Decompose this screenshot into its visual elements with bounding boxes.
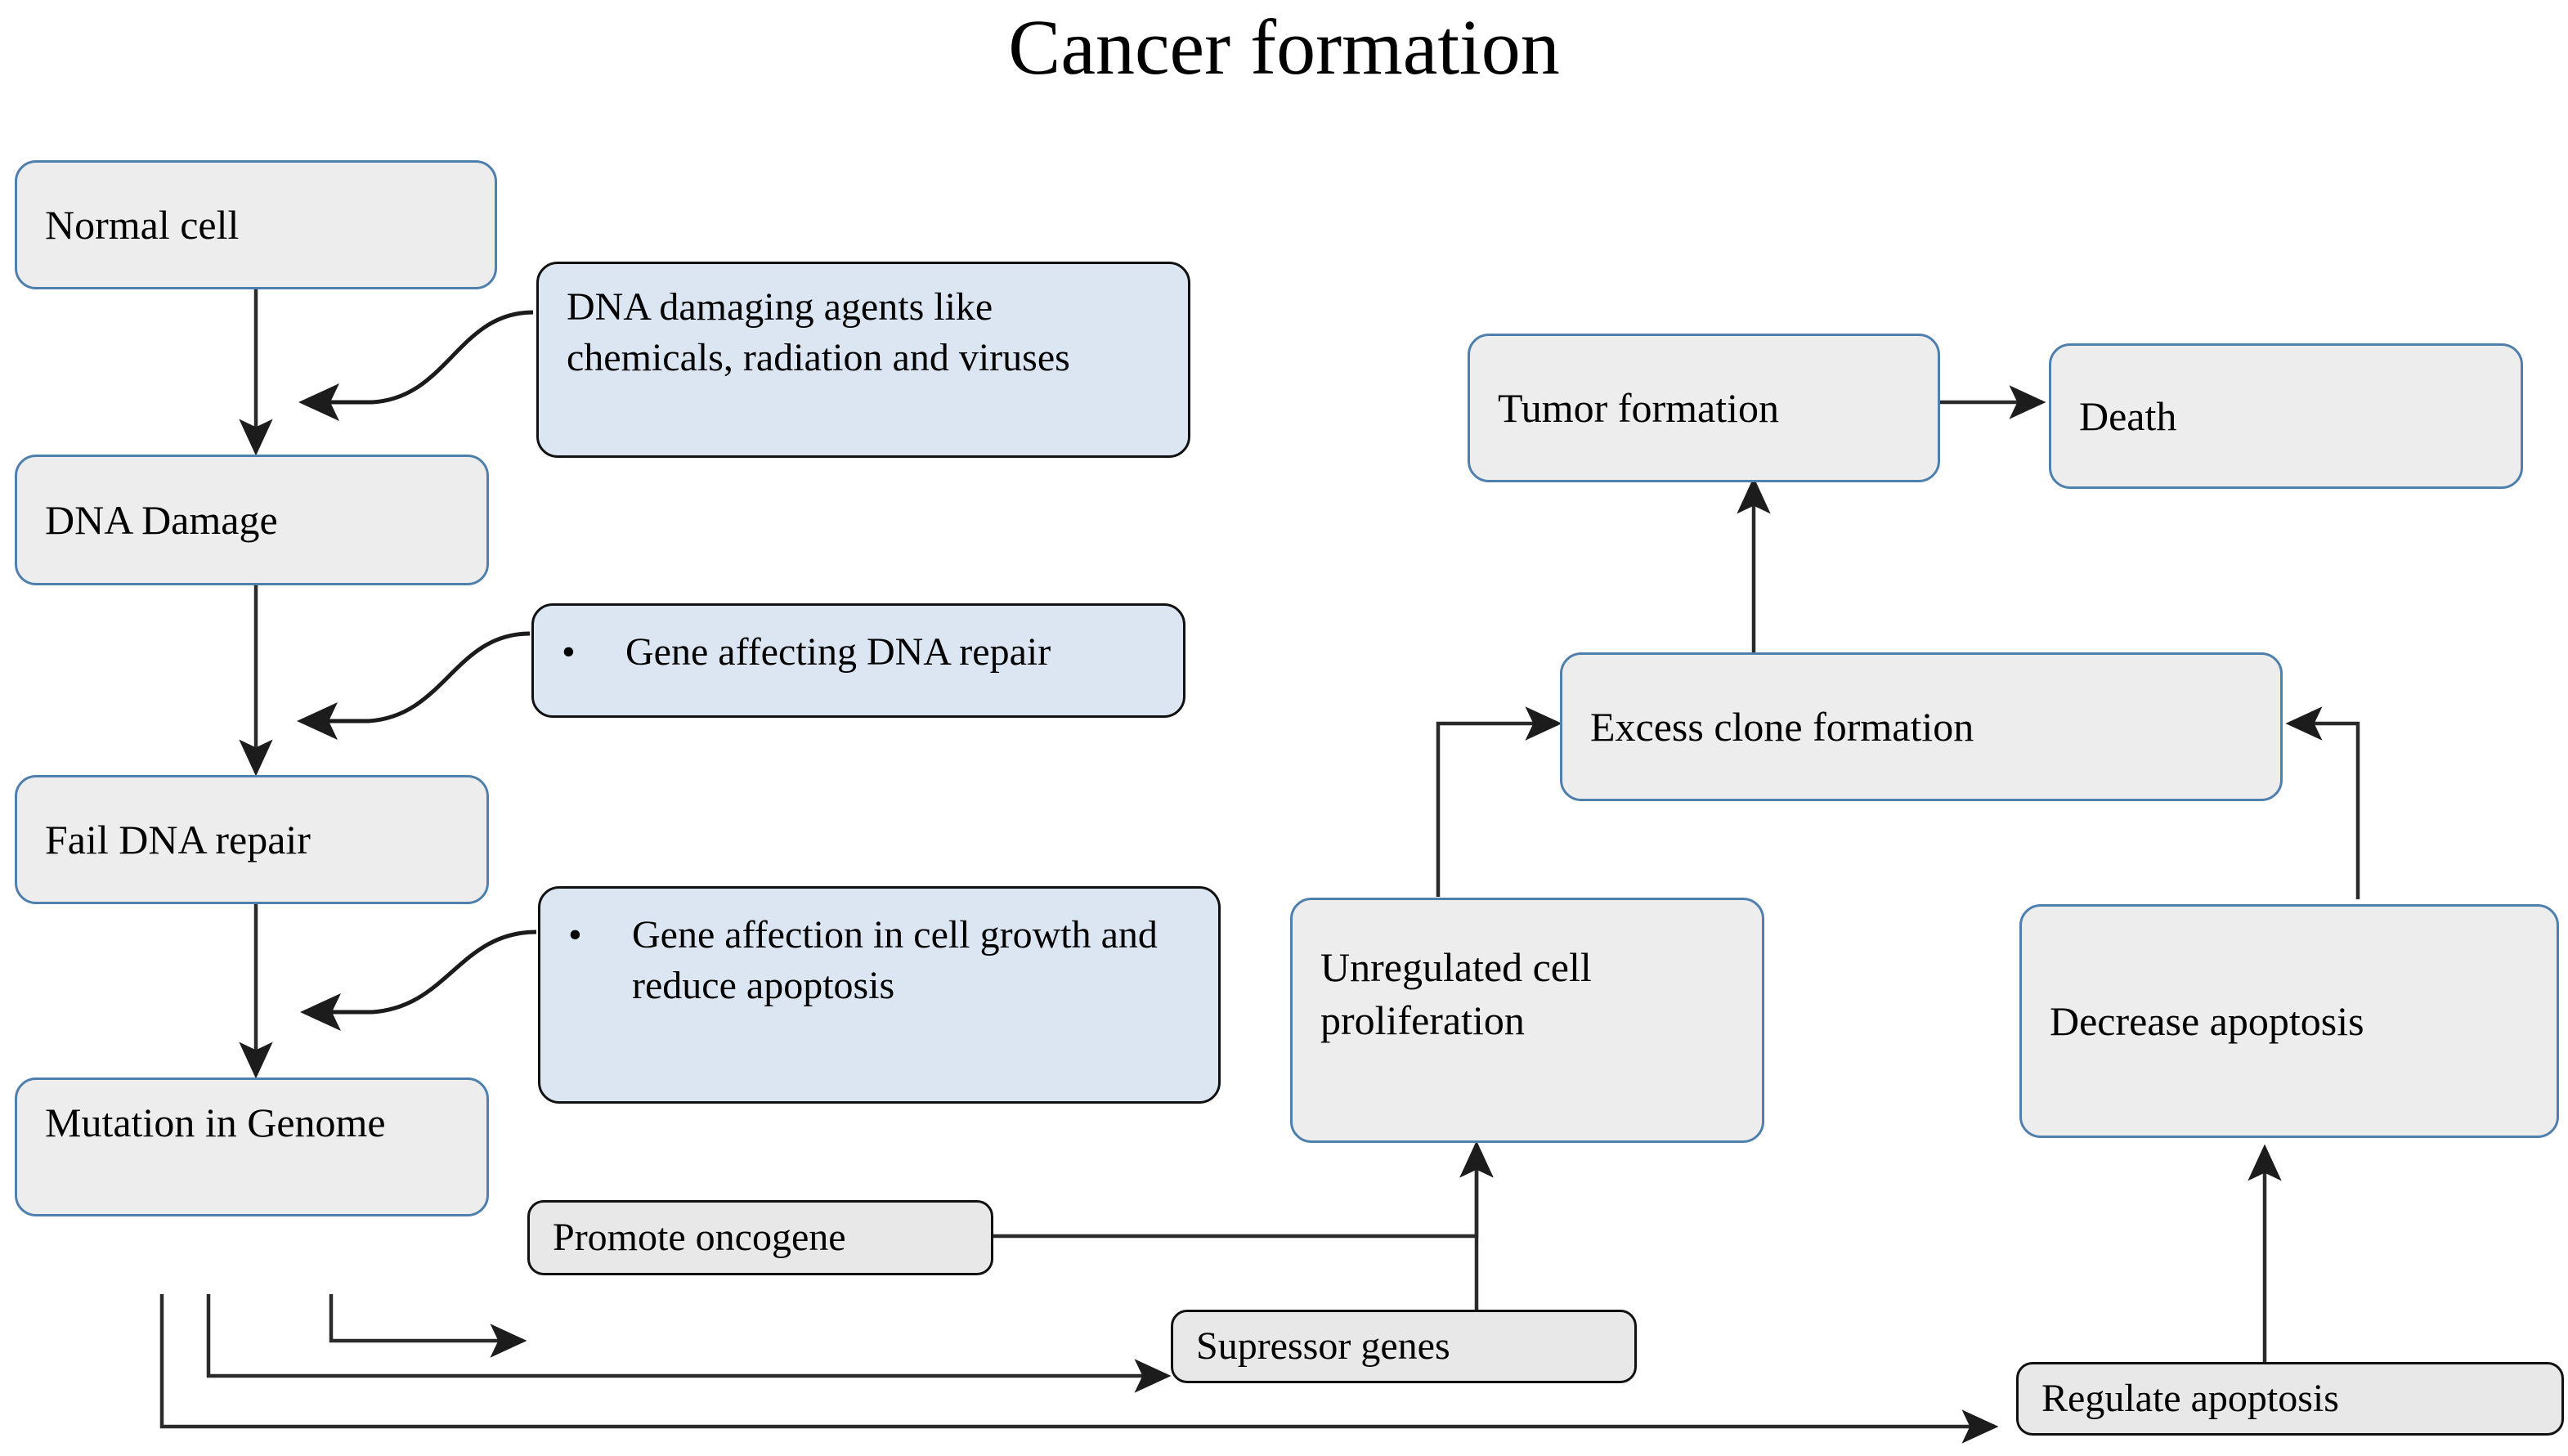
- edge-decrease-to-excess-clone: [2285, 706, 2360, 899]
- edge-mutation-to-supressor-genes: [206, 1294, 1172, 1393]
- node-supressor-genes[interactable]: Supressor genes: [1171, 1310, 1637, 1383]
- node-regulate-apoptosis[interactable]: Regulate apoptosis: [2016, 1362, 2564, 1436]
- node-decrease-apoptosis[interactable]: Decrease apoptosis: [2019, 904, 2559, 1138]
- bullet-icon: •: [562, 630, 576, 674]
- node-unregulated-proliferation-label: Unregulated cell proliferation: [1320, 944, 1592, 1043]
- node-normal-cell-label: Normal cell: [45, 201, 240, 248]
- node-supressor-genes-label: Supressor genes: [1196, 1324, 1450, 1368]
- edge-mutation-to-promote-oncogene: [329, 1294, 527, 1358]
- node-death[interactable]: Death: [2049, 343, 2523, 489]
- edge-promote-oncogene-to-unregulated: [993, 1140, 1494, 1239]
- node-mutation-in-genome-label: Mutation in Genome: [45, 1100, 386, 1145]
- node-fail-dna-repair-label: Fail DNA repair: [45, 816, 311, 862]
- node-excess-clone-label: Excess clone formation: [1590, 703, 1974, 750]
- edge-gene-growth-to-mutation: [300, 930, 537, 1031]
- node-death-label: Death: [2079, 392, 2177, 439]
- node-gene-affecting-repair[interactable]: • Gene affecting DNA repair: [531, 603, 1185, 718]
- node-dna-damaging-agents[interactable]: DNA damaging agents like chemicals, radi…: [536, 262, 1190, 458]
- node-mutation-in-genome[interactable]: Mutation in Genome: [15, 1077, 489, 1216]
- node-regulate-apoptosis-label: Regulate apoptosis: [2041, 1376, 2339, 1420]
- node-fail-dna-repair[interactable]: Fail DNA repair: [15, 775, 489, 904]
- node-unregulated-proliferation[interactable]: Unregulated cell proliferation: [1290, 898, 1764, 1143]
- node-promote-oncogene[interactable]: Promote oncogene: [527, 1200, 993, 1275]
- page-title: Cancer formation: [1008, 3, 1560, 91]
- bullet-icon: •: [568, 913, 582, 956]
- node-dna-damaging-agents-label: DNA damaging agents like chemicals, radi…: [567, 285, 1070, 380]
- node-dna-damage[interactable]: DNA Damage: [15, 455, 489, 585]
- node-excess-clone[interactable]: Excess clone formation: [1560, 652, 2283, 801]
- node-tumor-formation-label: Tumor formation: [1498, 384, 1779, 431]
- node-gene-affecting-repair-label: Gene affecting DNA repair: [625, 630, 1051, 674]
- node-gene-affection-growth[interactable]: • Gene affection in cell growth and redu…: [538, 886, 1221, 1104]
- node-tumor-formation[interactable]: Tumor formation: [1468, 334, 1940, 482]
- node-gene-affection-growth-label: Gene affection in cell growth and reduce…: [632, 913, 1158, 1008]
- node-promote-oncogene-label: Promote oncogene: [553, 1215, 846, 1259]
- edge-damaging-agents-to-dna-damage: [298, 310, 534, 421]
- node-dna-damage-label: DNA Damage: [45, 496, 278, 543]
- node-decrease-apoptosis-label: Decrease apoptosis: [2050, 997, 2364, 1044]
- node-normal-cell[interactable]: Normal cell: [15, 160, 497, 289]
- edge-mutation-to-regulate-apoptosis: [159, 1294, 1999, 1444]
- edge-gene-repair-to-fail-repair: [297, 631, 531, 740]
- edge-unregulated-to-excess-clone: [1436, 706, 1562, 897]
